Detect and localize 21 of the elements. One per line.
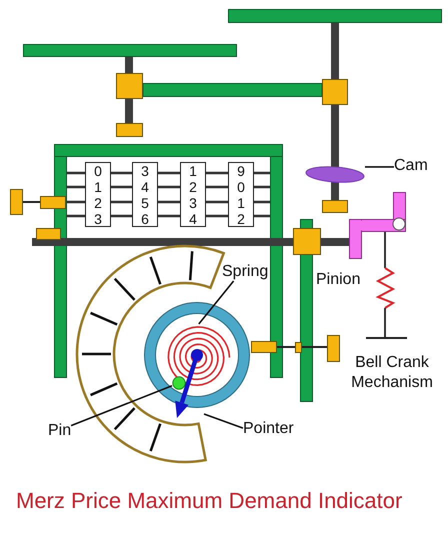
pointer-arrow <box>174 348 204 419</box>
drum-digits: 1 2 3 4 <box>188 163 198 227</box>
counter-drum <box>132 162 158 227</box>
leader-line <box>365 166 394 168</box>
part-label: Bell Crank Mechanism <box>350 353 434 393</box>
drum-digits: 0 1 2 3 <box>93 163 103 227</box>
leader-line <box>204 413 244 429</box>
callout-label: Pin <box>48 422 72 440</box>
diagram-title: Merz Price Maximum Demand Indicator <box>16 488 402 514</box>
callout-label: Cam <box>394 157 428 175</box>
counter-drum <box>180 162 206 227</box>
callout-label: Pointer <box>243 420 294 438</box>
callout-label: Spring <box>222 263 268 281</box>
drum-digits: 3 4 5 6 <box>140 163 150 227</box>
part-label: Pinion <box>316 271 360 289</box>
counter-drum <box>85 162 111 227</box>
pin-dot <box>172 376 186 390</box>
cam-disc <box>305 165 365 184</box>
drum-digits: 9 0 1 2 <box>236 163 246 227</box>
counter-drum <box>228 162 254 227</box>
leader-line <box>198 280 234 324</box>
